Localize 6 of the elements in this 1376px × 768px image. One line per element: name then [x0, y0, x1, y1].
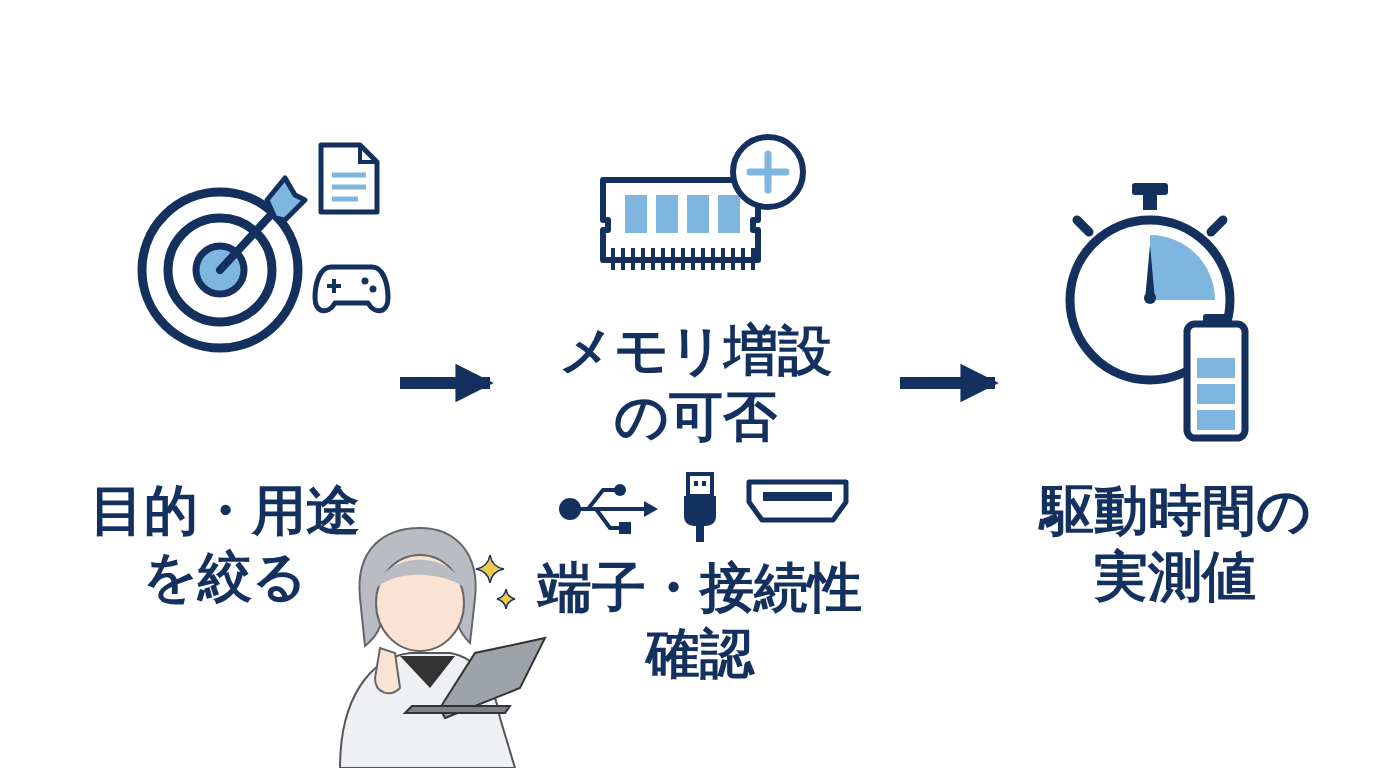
- step-label: 端子・接続性確認: [535, 555, 863, 687]
- arrow: [900, 363, 999, 403]
- step-label: 駆動時間の実測値: [1037, 478, 1312, 610]
- step-label: 目的・用途を絞る: [89, 478, 361, 610]
- arrow: [400, 363, 494, 403]
- step-label: メモリ増設の可否: [557, 318, 833, 450]
